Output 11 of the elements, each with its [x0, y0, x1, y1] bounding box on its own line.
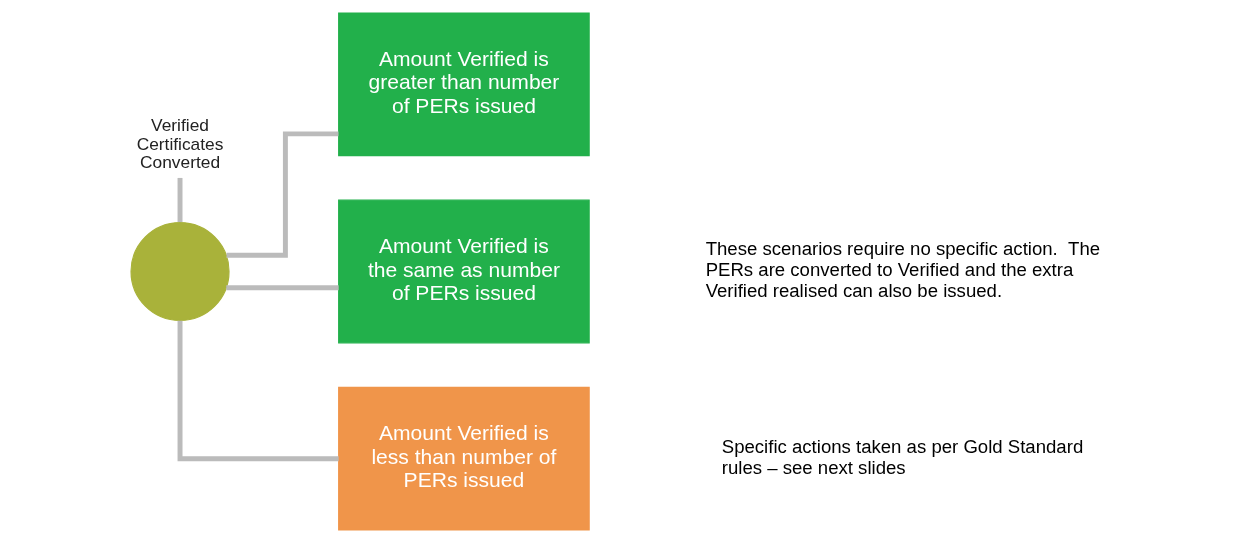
connector: [226, 285, 339, 291]
node-circle: [130, 221, 230, 322]
node-box: Amount Verified is greater than number of PERs issued: [338, 12, 590, 157]
label: Specific actions taken as per Gold Standard rules – see next slides: [721, 435, 1084, 478]
node-box: Amount Verified is the same as number of PERs issued: [338, 199, 590, 344]
connector: [226, 131, 339, 258]
node-text: Verified Certificates Converted: [136, 115, 224, 173]
node-box: Amount Verified is less than number of PERs issued: [338, 386, 590, 531]
connector: [177, 177, 183, 223]
label: These scenarios require no specific action. The PERs are converted to Verified and the extra Verified realised can also be issued.: [705, 237, 1101, 301]
connector: [177, 320, 339, 462]
